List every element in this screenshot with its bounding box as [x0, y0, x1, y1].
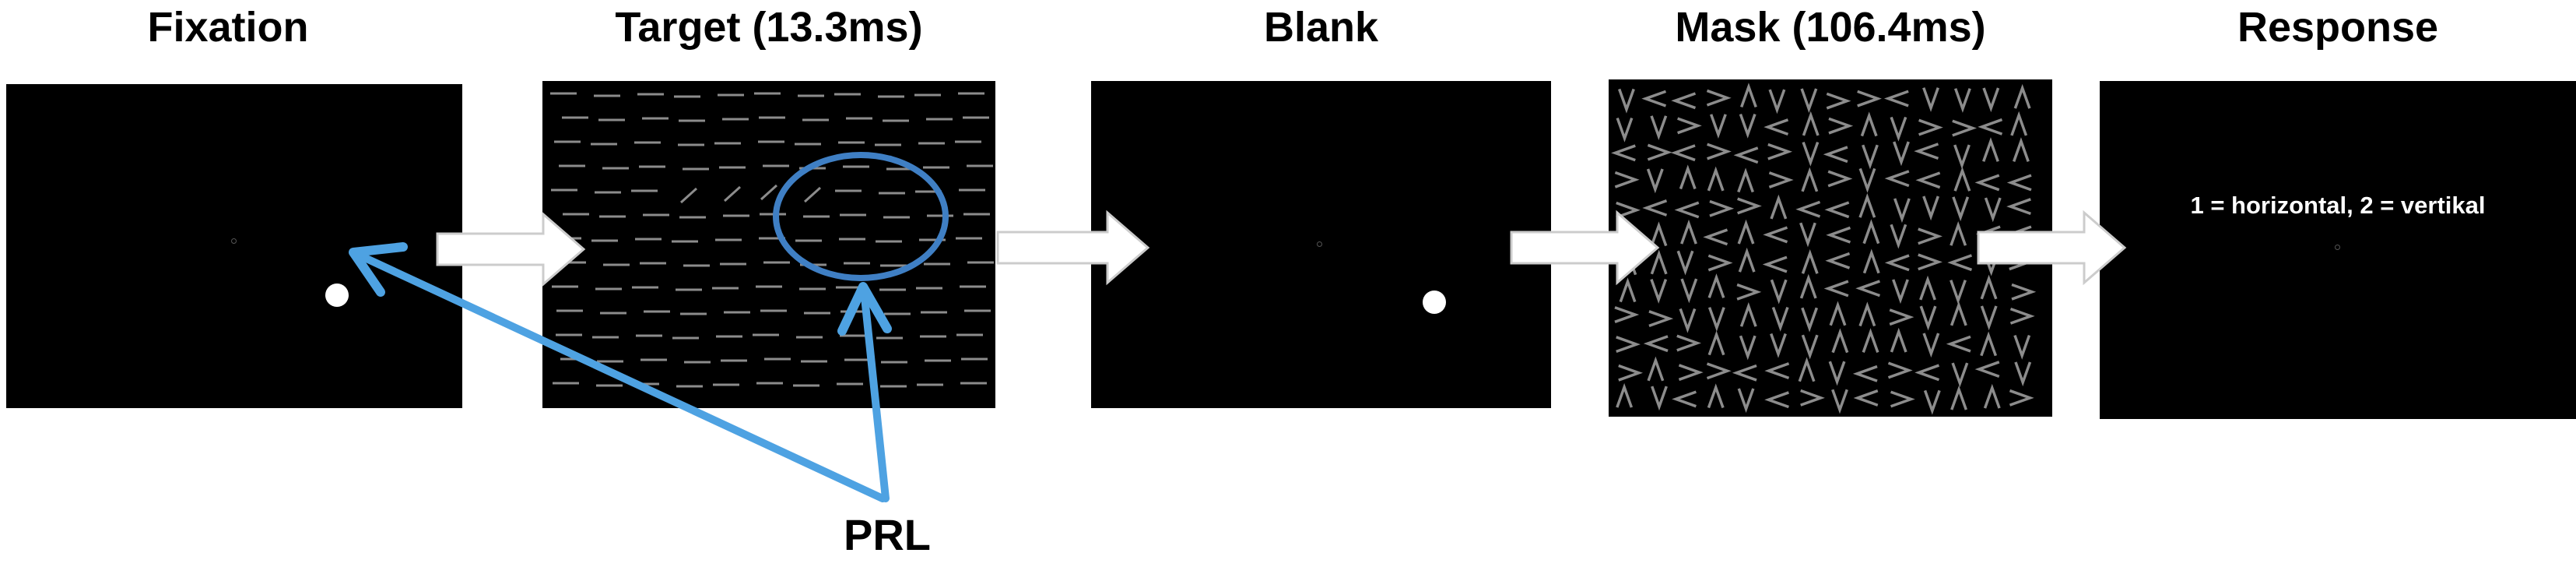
panel-title-blank: Blank	[1263, 4, 1379, 51]
prl-arrow-icon	[349, 242, 886, 502]
flow-arrow-icon	[436, 211, 586, 287]
flow-arrow-icon	[1510, 210, 1660, 286]
fixation-dot-icon	[2335, 245, 2340, 250]
prl-arrow-icon	[837, 282, 892, 502]
stimulus-dot-icon	[325, 284, 349, 307]
flow-arrow-icon	[996, 210, 1150, 286]
target-frame	[542, 81, 995, 408]
panel-title-target: Target (13.3ms)	[615, 4, 923, 51]
panel-title-response: Response	[2237, 4, 2439, 51]
prl-circle-icon	[773, 152, 949, 281]
response-instruction: 1 = horizontal, 2 = vertikal	[2190, 192, 2486, 219]
flow-arrow-icon	[1977, 210, 2127, 286]
mask-pattern	[1611, 83, 2037, 415]
panel-title-mask: Mask (106.4ms)	[1675, 4, 1986, 51]
stimulus-dot-icon	[1423, 291, 1446, 314]
fixation-dot-icon	[1317, 241, 1322, 247]
fixation-dot-icon	[231, 238, 237, 244]
response-frame: 1 = horizontal, 2 = vertikal	[2100, 81, 2576, 419]
prl-label: PRL	[844, 510, 931, 559]
panel-title-fixation: Fixation	[147, 4, 309, 51]
blank-frame	[1091, 81, 1551, 408]
target-stimulus-lines	[550, 92, 994, 388]
